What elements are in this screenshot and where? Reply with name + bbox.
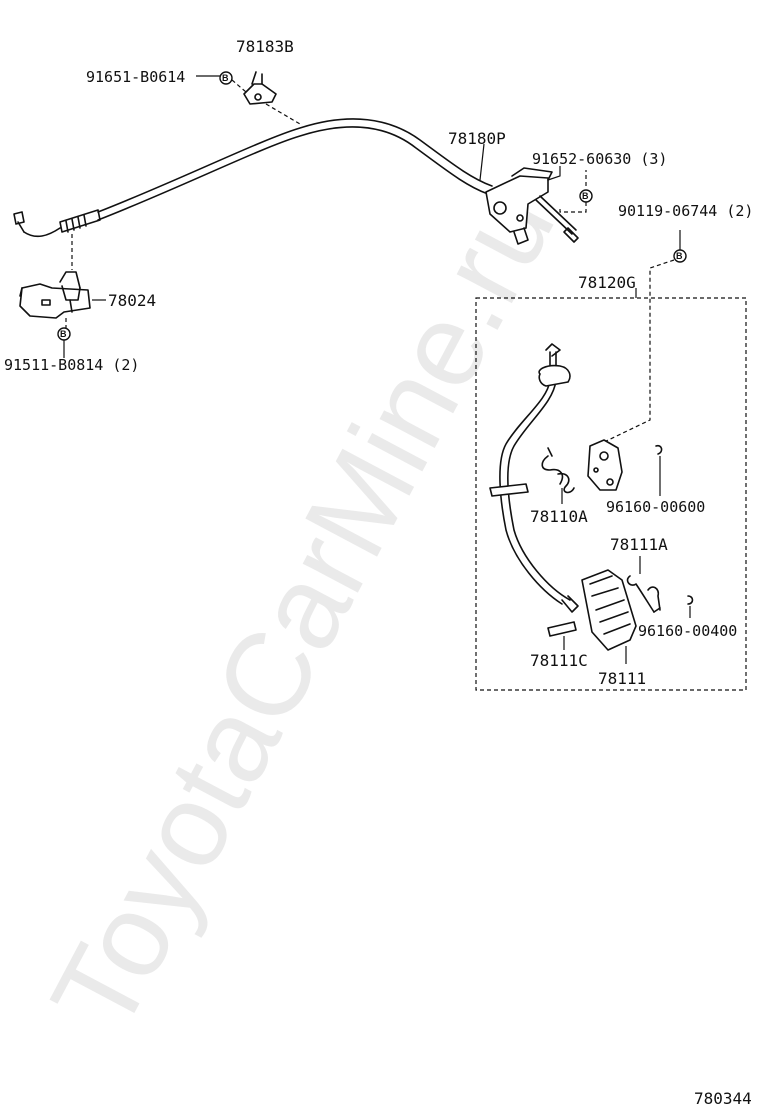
label-78024: 78024	[108, 291, 156, 310]
pedal-pivot-bracket[interactable]	[587, 439, 623, 491]
spring-78111A[interactable]	[626, 575, 661, 613]
pedal-pad-78111[interactable]	[581, 569, 637, 651]
svg-text:B: B	[60, 329, 67, 339]
label-78180P: 78180P	[448, 129, 506, 148]
pedal-arm[interactable]	[499, 343, 579, 613]
label-78183B: 78183B	[236, 37, 294, 56]
label-78111C: 78111C	[530, 651, 588, 670]
leader-78180P	[479, 143, 485, 181]
label-91511-B0814: 91511-B0814 (2)	[4, 356, 139, 374]
label-78111: 78111	[598, 669, 646, 688]
bolt-icon-91652: B	[579, 189, 593, 203]
pin-78111C[interactable]	[547, 621, 577, 637]
svg-text:B: B	[582, 191, 589, 201]
label-91651-B0614: 91651-B0614	[86, 68, 185, 86]
leader-dashed-90119	[599, 259, 675, 445]
label-96160-00600: 96160-00600	[606, 498, 705, 516]
pedal-assembly-boundary	[475, 297, 747, 691]
label-96160-00400: 96160-00400	[638, 622, 737, 640]
cable-clamp-78183B[interactable]	[243, 71, 277, 105]
bolt-icon-91651: B	[219, 71, 233, 85]
svg-text:B: B	[676, 251, 683, 261]
label-78120G: 78120G	[578, 273, 636, 292]
diagram-code: 780344	[694, 1089, 752, 1108]
label-91652-60630: 91652-60630 (3)	[532, 150, 667, 168]
leader-dashed-91651	[231, 79, 247, 93]
clip-96160-00400[interactable]	[687, 595, 694, 605]
label-90119-06744: 90119-06744 (2)	[618, 202, 753, 220]
spring-78110A[interactable]	[541, 447, 575, 494]
pedal-shaft-pin[interactable]	[489, 483, 529, 497]
bolt-icon-91511: B	[57, 327, 71, 341]
bracket-78024[interactable]	[19, 271, 91, 319]
leader-dashed-78183B	[265, 103, 301, 125]
accelerator-cable-78180P[interactable]	[13, 118, 493, 238]
cable-bracket-upper[interactable]	[485, 167, 579, 245]
svg-text:B: B	[222, 73, 229, 83]
label-78111A: 78111A	[610, 535, 668, 554]
clip-96160-00600[interactable]	[655, 444, 663, 455]
leader-dashed-91652	[559, 170, 587, 213]
label-78110A: 78110A	[530, 507, 588, 526]
leader-91652	[547, 166, 561, 181]
bolt-icon-90119: B	[673, 249, 687, 263]
